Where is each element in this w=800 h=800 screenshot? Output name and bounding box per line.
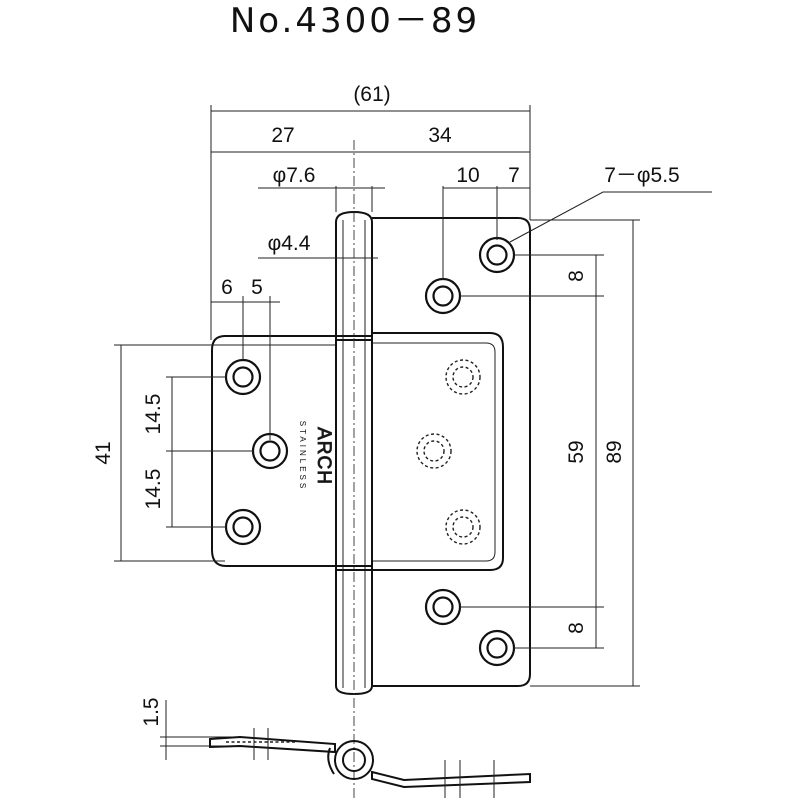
dim-right-hole-span: 59 (565, 440, 588, 463)
dim-right-hole-offset-b: 7 (508, 164, 520, 187)
dim-right-hole-offset-a: 10 (456, 164, 479, 187)
dim-left-pitch-lower: 14.5 (142, 469, 165, 510)
overlay-plate-inner (372, 342, 496, 562)
dim-right-width: 34 (428, 124, 452, 147)
hidden-hole (445, 359, 481, 395)
screw-hole (224, 358, 262, 396)
screw-hole (424, 277, 462, 315)
dim-left-height: 41 (92, 441, 115, 464)
screw-hole (424, 588, 462, 626)
dim-right-top-gap: 8 (565, 270, 588, 282)
brand-mark: ARCH STAINLESS (298, 421, 334, 491)
overlay-plate-outline (372, 332, 504, 571)
screw-hole (478, 629, 516, 667)
dim-overall-width: (61) (353, 83, 390, 106)
dim-hole-spec: 7－φ5.5 (604, 164, 680, 187)
side-view: 1.5 (140, 697, 531, 798)
dim-pin-outer-dia: φ7.6 (273, 164, 316, 187)
dim-right-bottom-gap: 8 (565, 622, 588, 634)
hidden-hole (416, 433, 452, 469)
dim-overall-height: 89 (603, 440, 626, 463)
right-leaf-outline (372, 217, 531, 687)
dim-pin-inner-dia: φ4.4 (268, 232, 311, 255)
left-dimensions: 41 14.5 14.5 (92, 344, 335, 562)
screw-hole (478, 236, 516, 274)
dim-left-width: 27 (271, 124, 294, 147)
dim-left-hole-offset-b: 5 (251, 276, 263, 299)
hidden-hole (445, 509, 481, 545)
pin-knuckle (335, 210, 373, 696)
hinge-body (211, 140, 531, 800)
dim-left-hole-offset-a: 6 (221, 276, 233, 299)
screw-hole (224, 508, 262, 546)
top-dimensions: (61) 27 34 φ7.6 10 7 7－φ5.5 φ4.4 6 5 (210, 83, 712, 440)
dim-left-pitch-upper: 14.5 (142, 394, 165, 435)
brand-sub-text: STAINLESS (298, 421, 307, 491)
dim-thickness: 1.5 (140, 697, 163, 726)
brand-logo-text: ARCH (313, 427, 334, 485)
right-dimensions: 8 59 8 89 (460, 219, 640, 687)
left-leaf-outline (211, 335, 336, 567)
drawing-title: No.4300－89 (230, 1, 480, 41)
